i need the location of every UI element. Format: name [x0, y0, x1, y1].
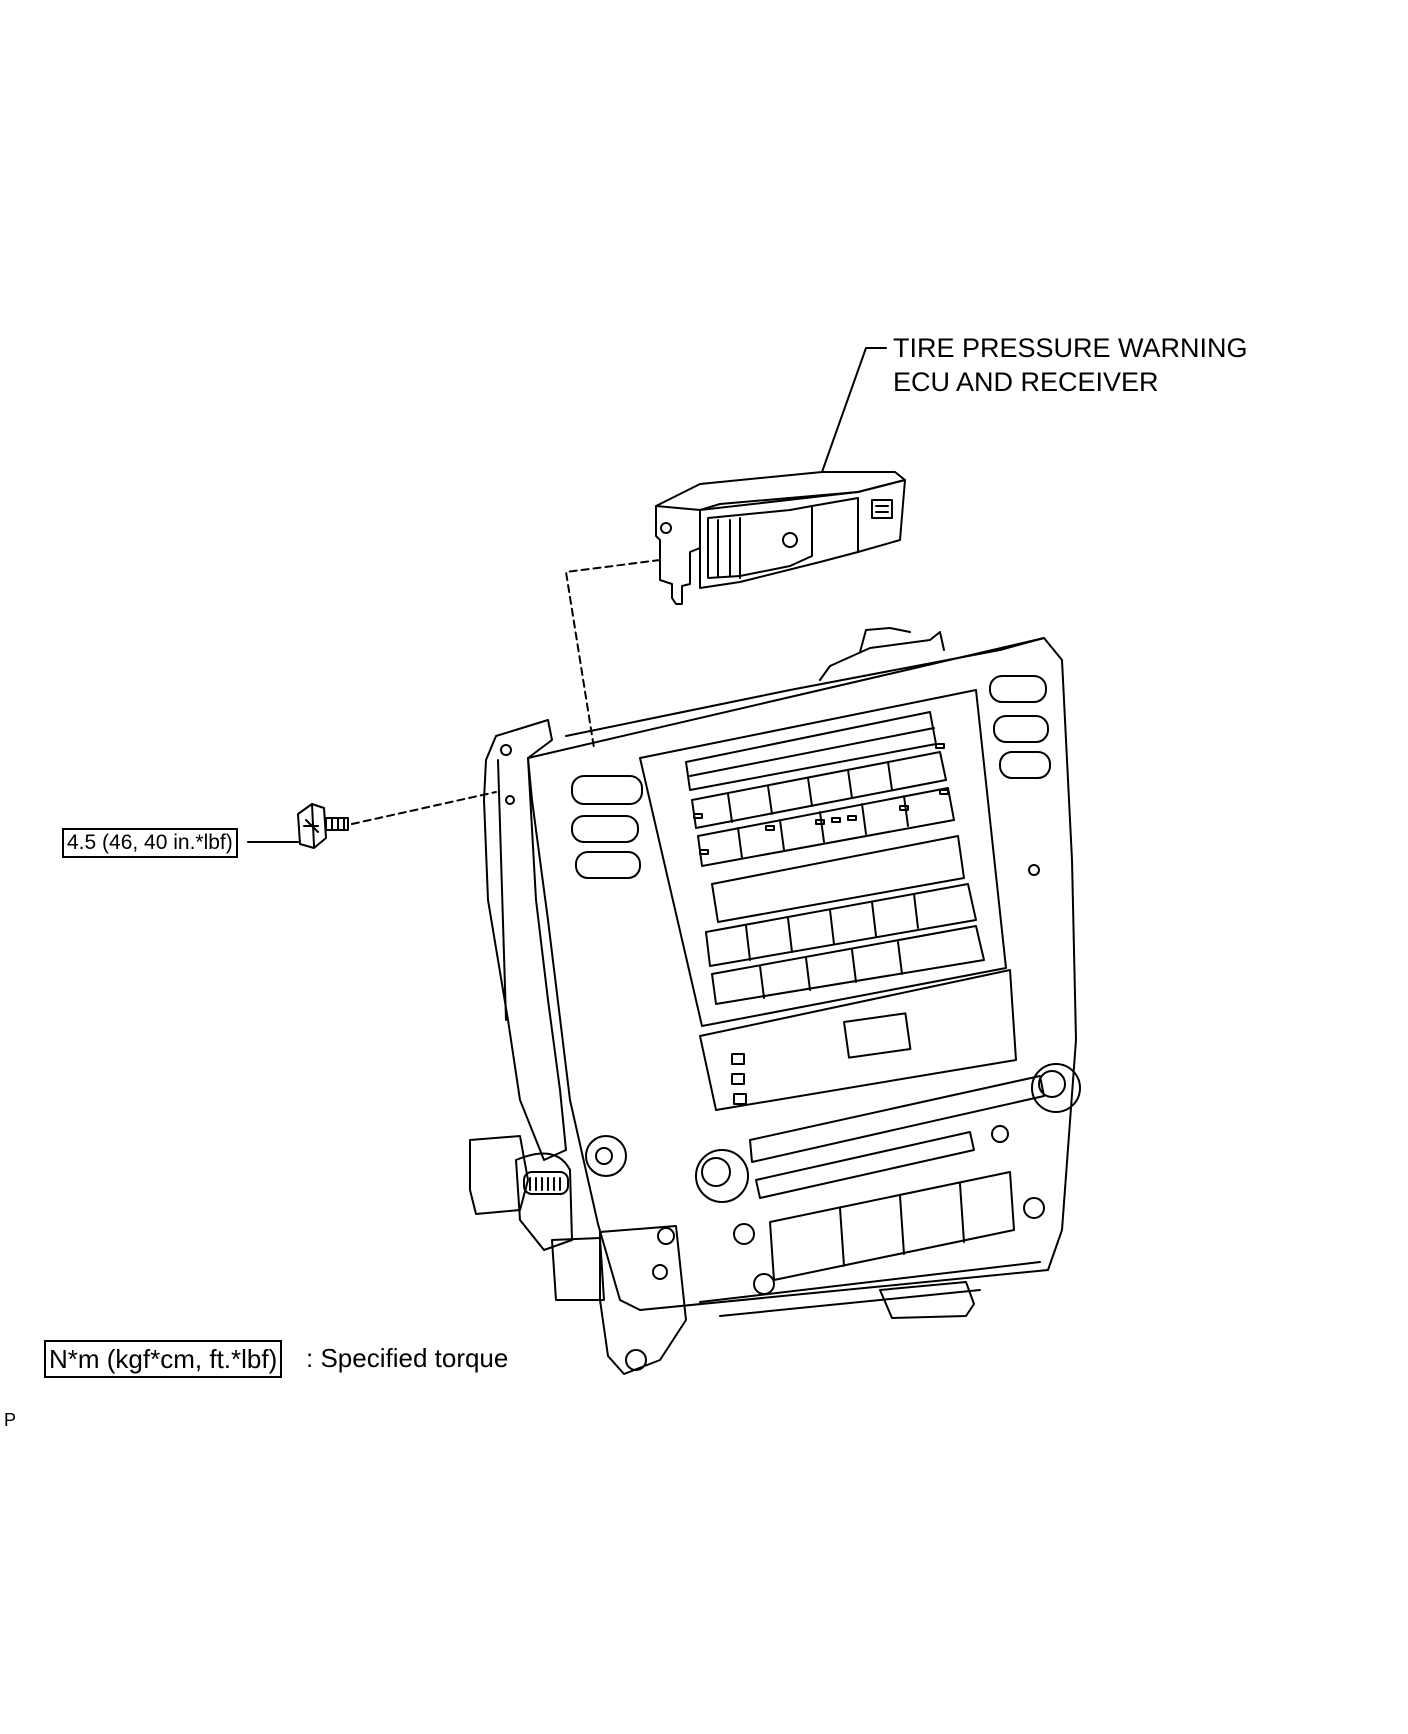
bolt-torque-box: 4.5 (46, 40 in.*lbf): [62, 828, 238, 858]
ecu-callout-label: TIRE PRESSURE WARNING ECU AND RECEIVER: [893, 331, 1248, 399]
ecu-install-path: [565, 559, 661, 749]
ecu-callout-line2: ECU AND RECEIVER: [893, 367, 1159, 397]
bolt: [297, 803, 349, 849]
center-console-panel: [469, 627, 1081, 1375]
bolt-install-path: [351, 791, 497, 825]
corner-mark: P: [4, 1410, 17, 1430]
ecu-leader-line: [821, 347, 887, 473]
ecu-callout-line1: TIRE PRESSURE WARNING: [893, 333, 1248, 363]
tire-pressure-ecu: [655, 471, 906, 605]
torque-legend-box: N*m (kgf*cm, ft.*lbf): [44, 1340, 283, 1378]
torque-legend-description: : Specified torque: [306, 1343, 509, 1373]
